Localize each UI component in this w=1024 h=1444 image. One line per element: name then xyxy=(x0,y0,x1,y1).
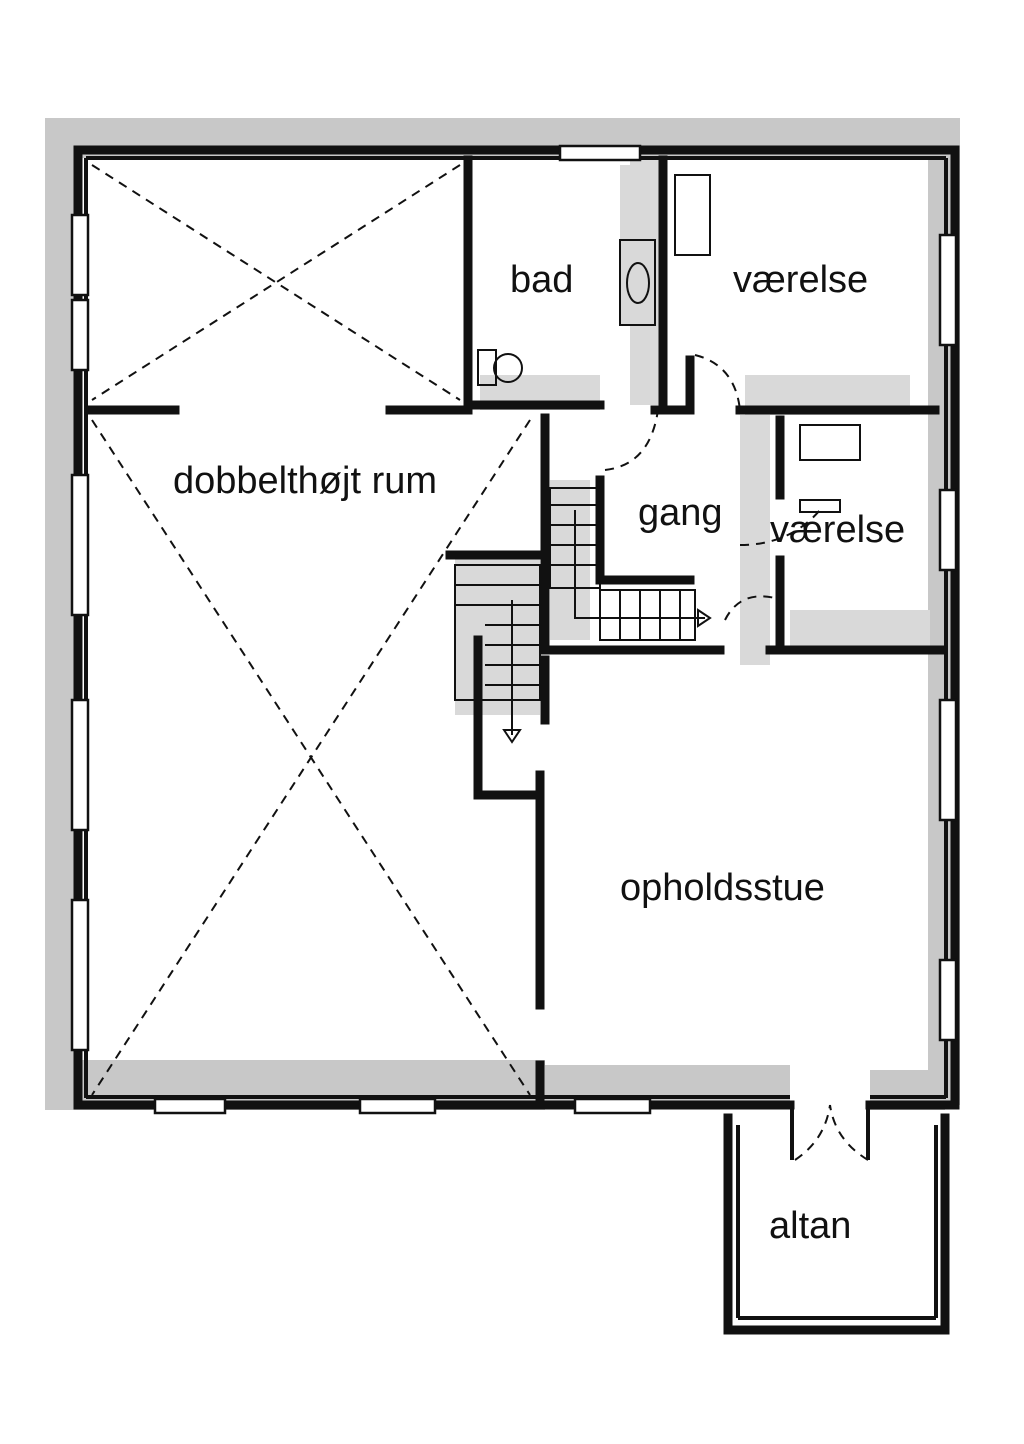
label-vaerelse-top: værelse xyxy=(733,259,868,301)
fixtures xyxy=(477,174,861,513)
windows xyxy=(70,144,958,1115)
label-vaerelse-mid: værelse xyxy=(770,509,905,551)
label-dobbelthojt-rum: dobbelthøjt rum xyxy=(173,460,437,502)
door-swings xyxy=(604,354,869,1161)
label-bad: bad xyxy=(510,259,573,301)
label-gang: gang xyxy=(638,492,723,534)
void-diagonals xyxy=(91,164,531,1096)
label-altan: altan xyxy=(769,1205,851,1247)
staircase xyxy=(454,487,712,744)
label-opholdsstue: opholdsstue xyxy=(620,867,825,909)
balcony xyxy=(723,1105,950,1335)
interior-walls xyxy=(87,155,945,1102)
